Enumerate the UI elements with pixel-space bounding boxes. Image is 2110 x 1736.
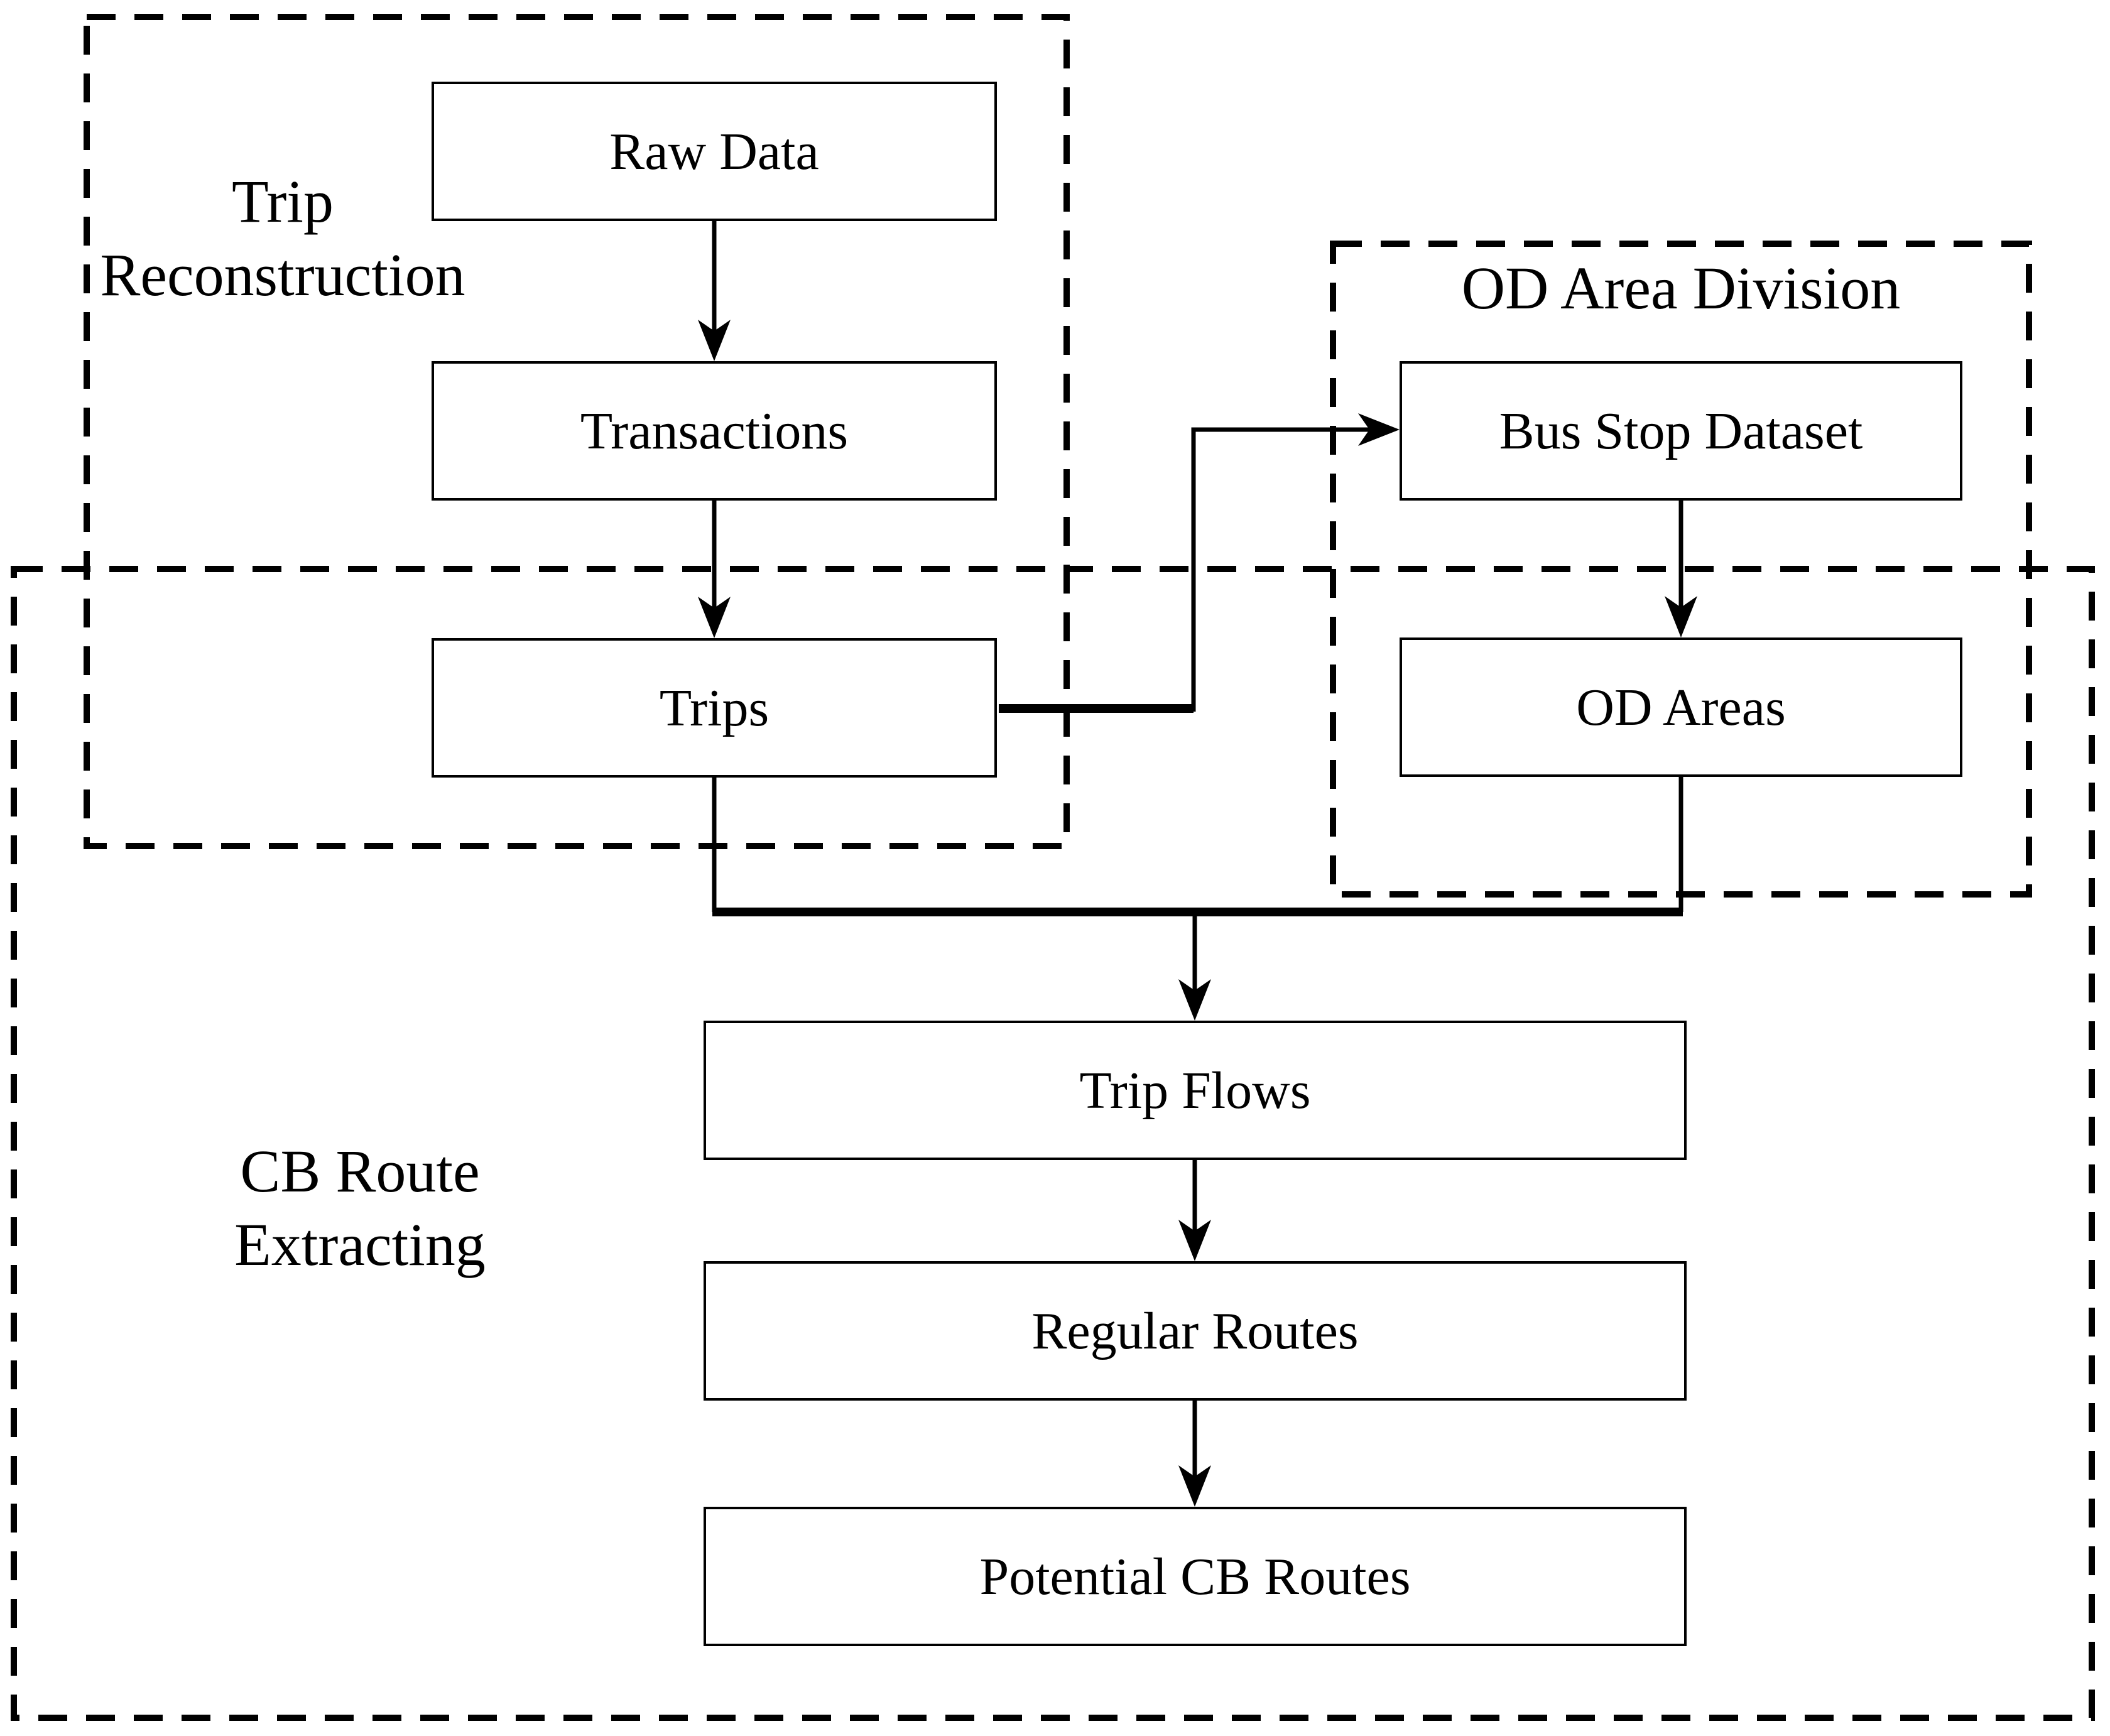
- node-regular-routes-label: Regular Routes: [1031, 1301, 1359, 1360]
- node-trip-flows: Trip Flows: [704, 1021, 1687, 1160]
- trip-reconstruction-label-line2: Reconstruction: [100, 241, 465, 309]
- node-transactions-label: Transactions: [580, 401, 849, 460]
- od-area-division-label-text: OD Area Division: [1461, 254, 1901, 322]
- node-bus-stop-dataset-label: Bus Stop Dataset: [1499, 401, 1863, 460]
- arrow-raw-data-to-transactions: [698, 221, 731, 361]
- node-trips: Trips: [432, 638, 997, 778]
- arrow-trip-flows-to-regular-routes: [1178, 1160, 1211, 1261]
- node-potential-cb-routes-label: Potential CB Routes: [979, 1547, 1411, 1606]
- cb-route-extracting-label: CB Route Extracting: [77, 1134, 643, 1281]
- arrow-transactions-to-trips: [698, 501, 731, 638]
- cb-route-extracting-label-line1: CB Route: [240, 1137, 480, 1205]
- od-area-division-label: OD Area Division: [1335, 251, 2026, 325]
- arrow-bus-stop-dataset-to-od-areas: [1665, 501, 1697, 637]
- od-area-division-container-border: [1330, 241, 2032, 898]
- node-trip-flows-label: Trip Flows: [1079, 1061, 1311, 1120]
- arrow-trips-to-bus-stop-dataset: [999, 413, 1400, 713]
- node-trips-label: Trips: [659, 678, 769, 737]
- node-raw-data-label: Raw Data: [609, 122, 819, 181]
- node-od-areas: OD Areas: [1400, 637, 1962, 777]
- node-transactions: Transactions: [432, 361, 997, 501]
- node-potential-cb-routes: Potential CB Routes: [704, 1507, 1687, 1646]
- node-raw-data: Raw Data: [432, 82, 997, 221]
- node-regular-routes: Regular Routes: [704, 1261, 1687, 1401]
- node-od-areas-label: OD Areas: [1576, 678, 1786, 737]
- cb-route-extracting-label-line2: Extracting: [234, 1211, 486, 1279]
- arrow-merge-to-trip-flows: [712, 777, 1683, 1021]
- node-bus-stop-dataset: Bus Stop Dataset: [1400, 361, 1962, 501]
- arrow-regular-routes-to-potential-cb-routes: [1178, 1401, 1211, 1507]
